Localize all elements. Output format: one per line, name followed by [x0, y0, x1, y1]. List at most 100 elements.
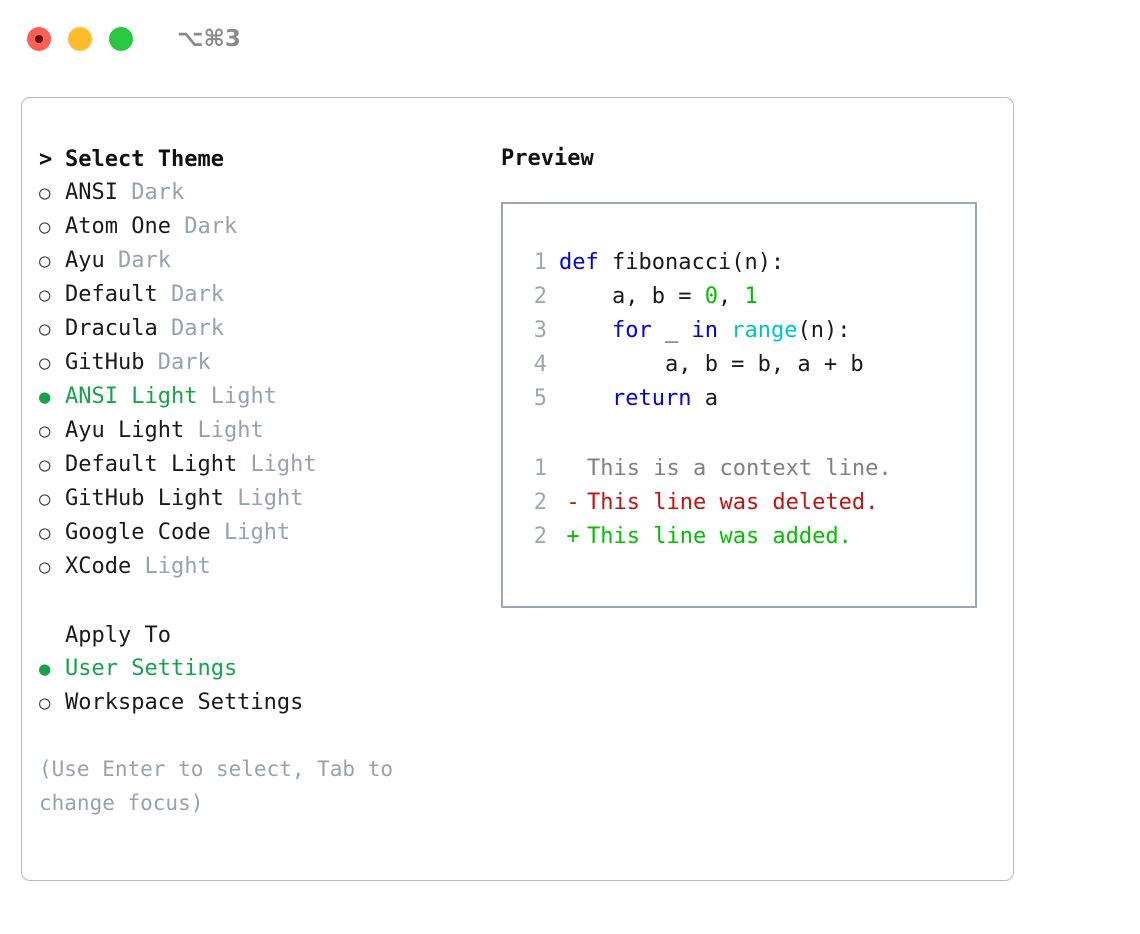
theme-option-name: ANSI: [65, 180, 118, 205]
radio-unselected-icon: ○: [39, 420, 51, 442]
keyboard-hint: (Use Enter to select, Tab to change focu…: [39, 757, 394, 815]
theme-option-kind: Light: [223, 520, 291, 545]
code-token: range: [731, 318, 798, 343]
theme-option-name: Atom One: [65, 214, 171, 239]
theme-option-row[interactable]: ○ Ayu Dark: [39, 244, 499, 278]
theme-option-row[interactable]: ○ANSI Dark: [39, 176, 499, 210]
apply-to-option-row[interactable]: ● User Settings: [39, 652, 499, 686]
code-token: a: [691, 386, 718, 411]
code-token: (n):: [797, 318, 851, 343]
diff-sample: 1 This is a context line.2-This line was…: [517, 452, 975, 554]
theme-option-row[interactable]: ○Ayu Light Light: [39, 414, 499, 448]
code-line: 5 return a: [517, 382, 975, 416]
code-line: 2 a, b = 0, 1: [517, 280, 975, 314]
theme-option-kind: Dark: [118, 248, 171, 273]
apply-to-title: Apply To: [65, 622, 171, 648]
theme-option-name: Default: [65, 282, 158, 307]
code-token: [559, 314, 612, 348]
theme-option-kind: Dark: [184, 214, 238, 239]
theme-option-row[interactable]: ● ANSI Light Light: [39, 380, 499, 414]
theme-option-row[interactable]: ○GitHub Dark: [39, 346, 499, 380]
theme-option-row[interactable]: ○Atom One Dark: [39, 210, 499, 244]
radio-unselected-icon: ○: [39, 318, 51, 340]
theme-option-kind: Dark: [170, 282, 224, 307]
space: [171, 210, 184, 244]
panel-columns: > Select Theme ○ANSI Dark○Atom One Dark○…: [22, 98, 1013, 880]
theme-option-kind: Light: [144, 554, 211, 579]
theme-option-row[interactable]: ○ GitHub Light Light: [39, 482, 499, 516]
theme-option-name: Ayu: [65, 248, 105, 273]
radio-selected-icon: ●: [39, 658, 51, 680]
code-token: 0: [704, 284, 718, 309]
line-number: 3: [533, 318, 547, 343]
theme-option-row[interactable]: ○ XCode Light: [39, 550, 499, 584]
code-token: return: [611, 386, 692, 411]
theme-option-name: XCode: [65, 554, 132, 579]
code-line: 4 a, b = b, a + b: [517, 348, 975, 382]
space: [184, 414, 197, 448]
theme-option-row[interactable]: ○Default Light Light: [39, 448, 499, 482]
main-panel: > Select Theme ○ANSI Dark○Atom One Dark○…: [21, 97, 1014, 881]
radio-unselected-icon: ○: [39, 488, 51, 510]
radio-unselected-icon: ○: [39, 250, 51, 272]
theme-option-name: Google Code: [65, 520, 211, 545]
theme-list-column: > Select Theme ○ANSI Dark○Atom One Dark○…: [39, 142, 499, 820]
theme-option-kind: Light: [197, 418, 264, 443]
code-token: ,: [717, 284, 745, 309]
theme-option-kind: Dark: [131, 180, 185, 205]
diff-sign: [559, 452, 587, 486]
line-number: 1: [533, 250, 547, 275]
space: [144, 346, 157, 380]
theme-option-row[interactable]: ○Google Code Light: [39, 516, 499, 550]
line-number: 2: [533, 284, 547, 309]
theme-option-name: GitHub Light: [65, 486, 224, 511]
theme-option-row[interactable]: ○Default Dark: [39, 278, 499, 312]
diff-line: 2 + This line was added.: [517, 520, 975, 554]
radio-selected-icon: ●: [39, 386, 51, 408]
space: [105, 244, 118, 278]
code-token: 1: [744, 284, 758, 309]
apply-to-option-label: Workspace Settings: [65, 690, 304, 715]
theme-option-kind: Light: [210, 384, 277, 409]
shortcut-label: ⌥⌘3: [177, 26, 241, 52]
line-number: 2: [533, 524, 547, 549]
code-line: 3 for _ in range(n):: [517, 314, 975, 348]
space: [158, 312, 171, 346]
apply-to-option-row[interactable]: ○ Workspace Settings: [39, 686, 499, 720]
space: [197, 380, 210, 414]
apply-to-option-label: User Settings: [65, 656, 238, 681]
space: [131, 550, 144, 584]
diff-text: This line was added.: [587, 524, 852, 549]
theme-option-kind: Light: [237, 486, 304, 511]
theme-option-row[interactable]: ○Dracula Dark: [39, 312, 499, 346]
close-button-icon[interactable]: [27, 27, 51, 51]
diff-sign: +: [566, 524, 580, 549]
radio-unselected-icon: ○: [39, 692, 51, 714]
theme-option-name: ANSI Light: [65, 384, 198, 409]
code-token: def: [559, 250, 599, 275]
space: [237, 448, 250, 482]
list-gap: [39, 584, 499, 618]
diff-text: This is a context line.: [587, 456, 892, 481]
caret-marker: >: [39, 146, 53, 172]
window-controls: [27, 27, 133, 51]
space: [118, 176, 131, 210]
line-number: 5: [533, 386, 547, 411]
code-token: _: [651, 318, 692, 343]
apply-to-heading: Apply To: [39, 618, 499, 652]
radio-unselected-icon: ○: [39, 352, 51, 374]
radio-unselected-icon: ○: [39, 556, 51, 578]
select-theme-heading: > Select Theme: [39, 142, 499, 176]
window-titlebar: ⌥⌘3: [0, 0, 1140, 78]
line-number: 4: [533, 352, 547, 377]
select-theme-title: Select Theme: [65, 146, 224, 172]
diff-line: 2-This line was deleted.: [517, 486, 975, 520]
code-token: [718, 314, 731, 348]
theme-option-name: Default Light: [65, 452, 238, 477]
maximize-button-icon[interactable]: [109, 27, 133, 51]
minimize-button-icon[interactable]: [68, 27, 92, 51]
